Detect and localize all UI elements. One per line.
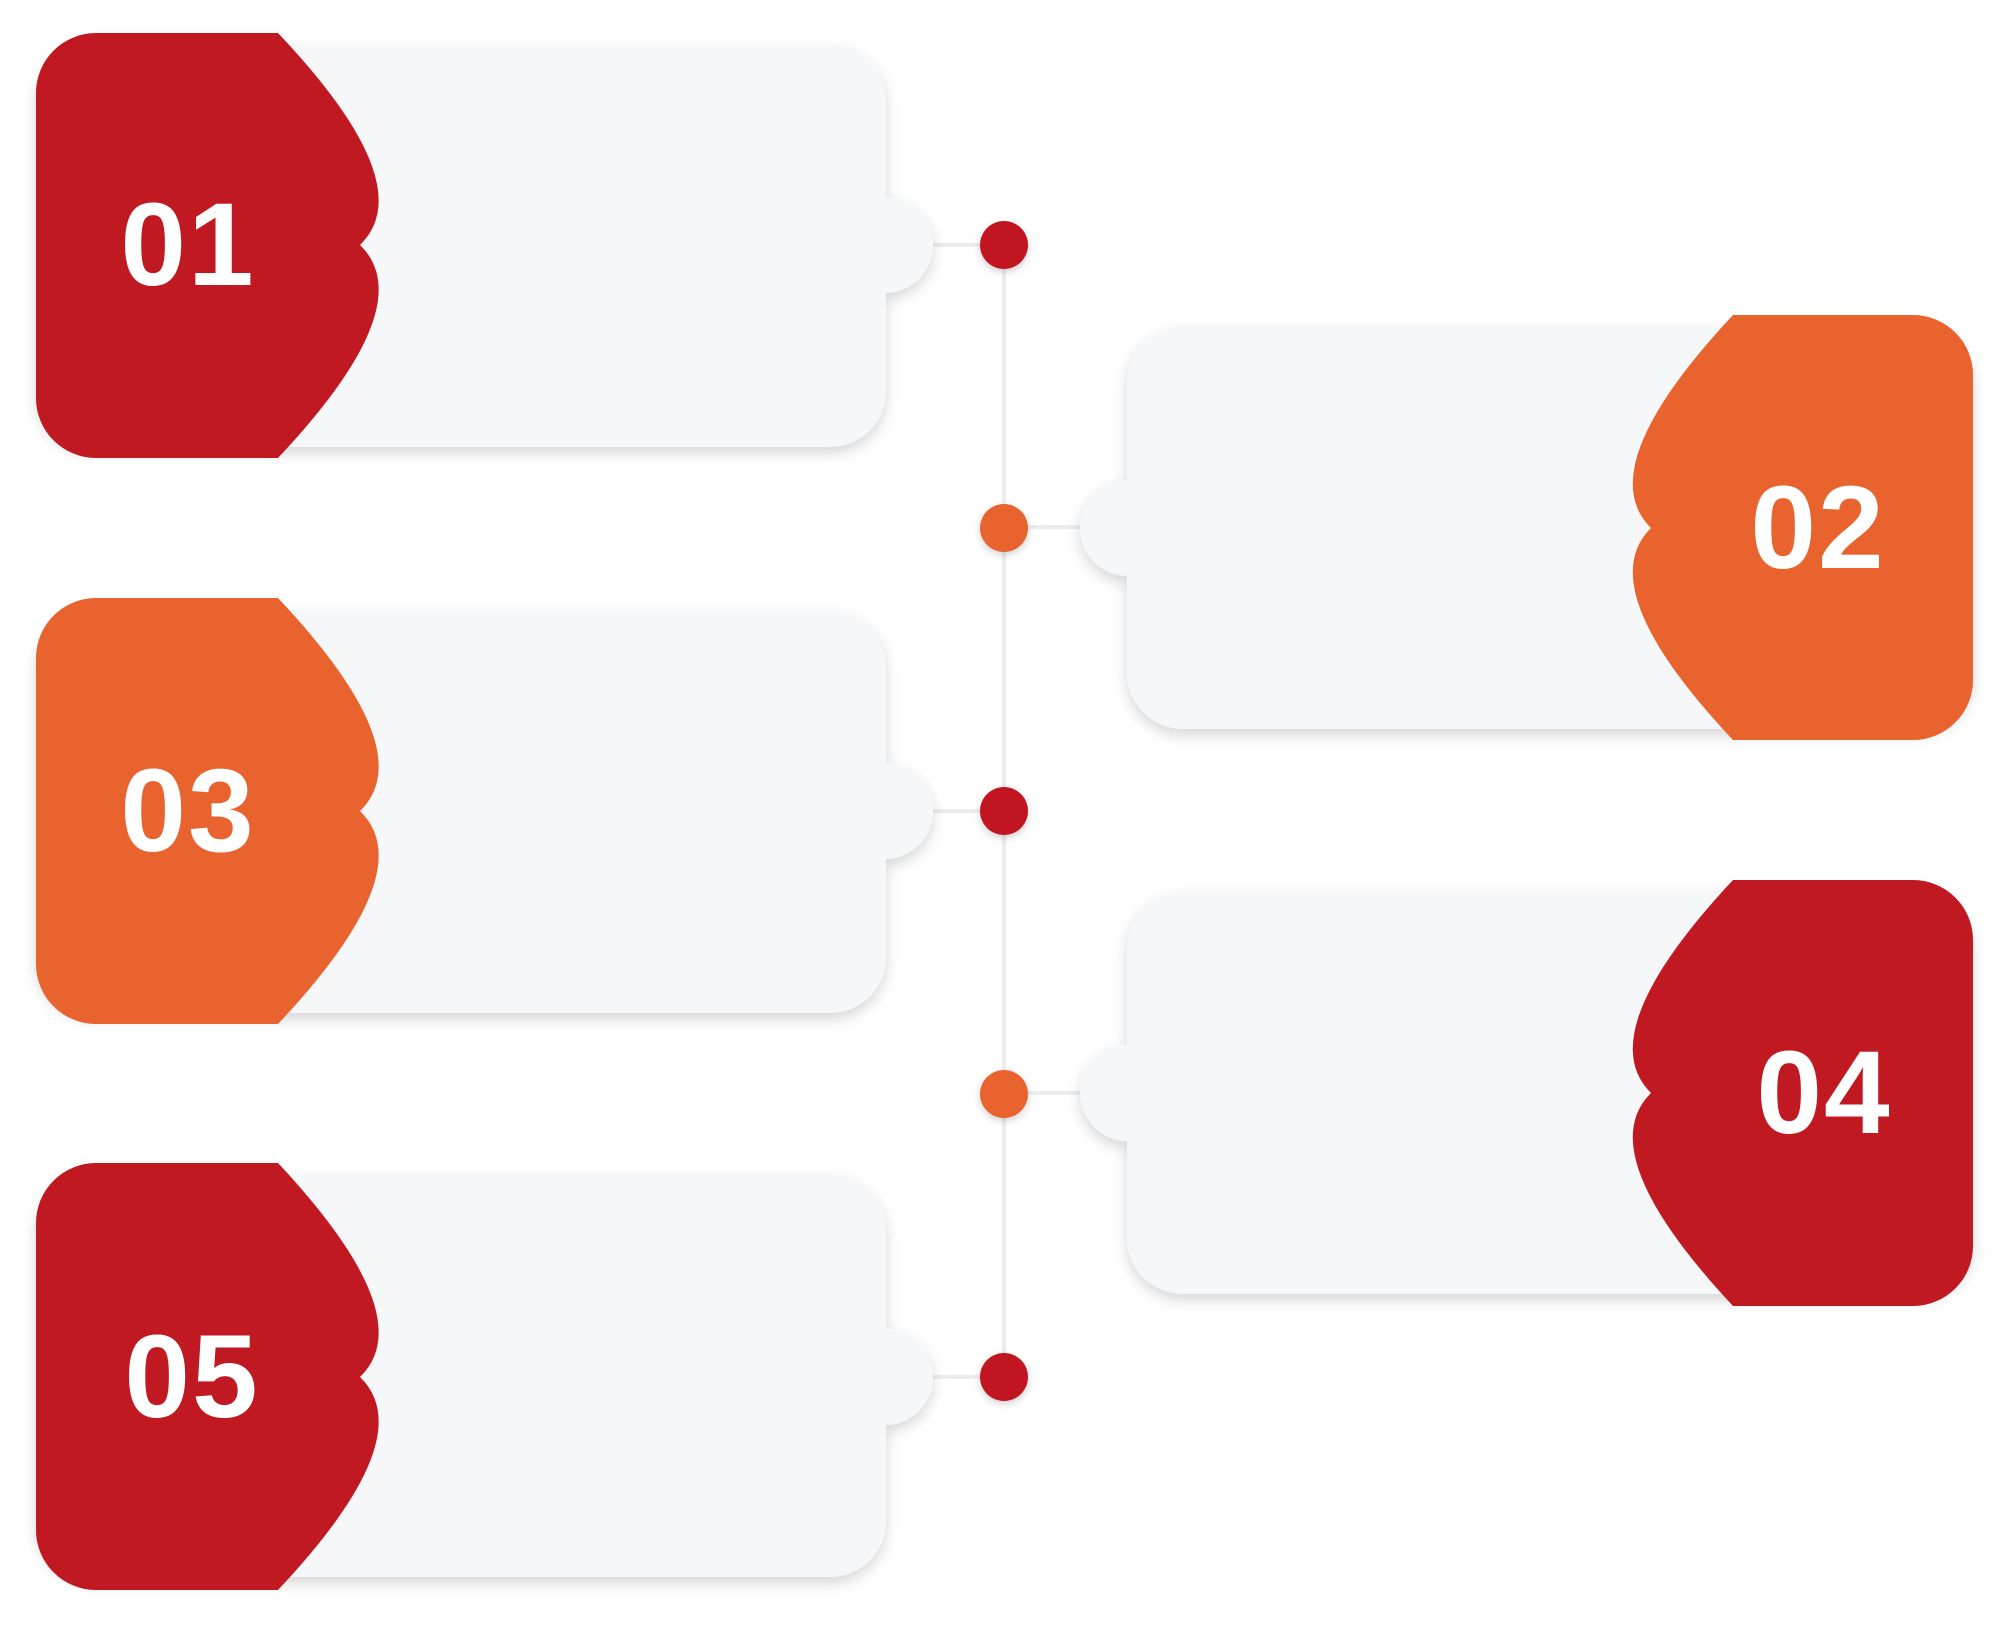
number-tab-05 — [36, 1163, 379, 1590]
timeline-dot-01 — [980, 221, 1028, 269]
number-tab-04 — [1632, 880, 1973, 1306]
step-card-04 — [980, 880, 1973, 1306]
step-number-05: 05 — [124, 1311, 260, 1443]
step-card-01 — [36, 33, 1028, 458]
step-card-03 — [36, 598, 1028, 1024]
timeline-dot-05 — [980, 1353, 1028, 1401]
step-card-05 — [36, 1163, 1028, 1590]
step-card-02 — [980, 315, 1973, 740]
step-number-01: 01 — [120, 179, 256, 311]
timeline-dot-03 — [980, 787, 1028, 835]
step-number-04: 04 — [1756, 1027, 1892, 1159]
timeline-dot-04 — [980, 1070, 1028, 1118]
number-tab-02 — [1632, 315, 1973, 740]
step-number-02: 02 — [1750, 462, 1886, 594]
step-number-03: 03 — [120, 745, 256, 877]
number-tab-03 — [36, 598, 379, 1024]
number-tab-01 — [36, 33, 379, 458]
timeline-dot-02 — [980, 504, 1028, 552]
